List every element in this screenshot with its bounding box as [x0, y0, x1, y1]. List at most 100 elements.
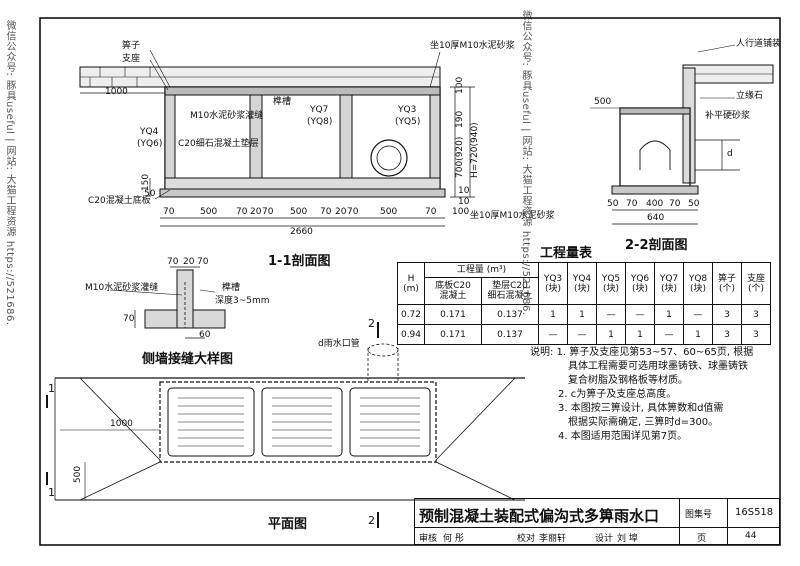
table-cell: 1: [567, 304, 597, 325]
label-yq6: (YQ6): [137, 139, 163, 149]
table-cell: 1: [538, 304, 568, 325]
label-mortar-joint: M10水泥砂浆灌缝: [190, 111, 264, 121]
col-grate: 箅子: [717, 273, 736, 284]
label-dim-50: 50: [144, 189, 156, 199]
quantity-table-title: 工程量表: [540, 246, 593, 261]
design-label: 设计: [595, 534, 614, 544]
col-unit: (块): [631, 283, 649, 294]
drawing-main-title: 预制混凝土装配式偏沟式多箅雨水口: [419, 507, 660, 525]
table-cell: 0.94: [397, 324, 425, 345]
col-yq6: YQ6: [630, 273, 650, 284]
joint-dim-60: 60: [199, 330, 211, 340]
joint-dim: 20: [183, 257, 195, 267]
col-unit: (个): [747, 283, 765, 294]
label-dim-1000: 1000: [105, 87, 128, 97]
label-fine-stone: C20细石混凝土垫层: [178, 139, 259, 149]
label-c20-base: C20混凝土底板: [88, 196, 151, 206]
dim: 50: [607, 199, 619, 209]
seg-dim: 500: [200, 207, 218, 217]
dim: 400: [646, 199, 664, 209]
cut1-top: 1: [48, 382, 55, 395]
table-cell: 3: [712, 324, 742, 345]
seg-dim: 20: [335, 207, 347, 217]
col-base: 底板C20: [435, 281, 471, 291]
note-line: 复合树脂及钢格板等材质。: [568, 375, 688, 386]
table-cell: 0.137: [481, 324, 539, 345]
col-support: 支座: [746, 273, 765, 284]
table-cell: 1: [596, 324, 626, 345]
col-yq5: YQ5: [601, 273, 621, 284]
section-2-2-drawing: [590, 44, 774, 225]
col-base: 混凝土: [439, 291, 467, 301]
section-1-1-title: 1-1剖面图: [268, 254, 331, 269]
joint-detail-drawing: [109, 266, 226, 339]
col-unit: (个): [718, 283, 736, 294]
note-line: 根据实际需确定, 三箅时d=300。: [568, 417, 719, 428]
review-label: 审核: [419, 534, 438, 544]
section-1-1-drawing: [79, 49, 475, 227]
dim: 70: [626, 199, 638, 209]
seg-dim: 500: [380, 207, 398, 217]
label-d: d: [727, 149, 733, 159]
label-yq7: YQ7: [310, 105, 329, 115]
table-cell: —: [625, 304, 655, 325]
table-cell: 3: [741, 324, 771, 345]
table-cell: —: [538, 324, 568, 345]
page-label: 页: [697, 534, 707, 544]
atlas-label: 图集号: [685, 510, 713, 520]
label-dim-10a: 10: [458, 186, 470, 196]
note-line: 说明: 1. 箅子及支座见第53~57、60~65页, 根据: [530, 347, 754, 358]
label-support: 支座: [122, 54, 141, 64]
table-row: 0.94 0.171 0.137 — — 1 1 — 1 3 3: [397, 324, 771, 345]
label-yq3: YQ3: [398, 105, 417, 115]
col-pad: 细石混凝土: [487, 291, 533, 301]
seg-dim: 70: [425, 207, 437, 217]
joint-dim: 70: [167, 257, 179, 267]
note-line: 2. c为箅子及支座总高度。: [558, 389, 677, 400]
label-dim-10b: 10: [458, 197, 470, 207]
title-block: 预制混凝土装配式偏沟式多箅雨水口 图集号 16S518 审核 何 彤 校对 李丽…: [414, 498, 780, 545]
label-joint-depth: 深度3~5mm: [215, 296, 270, 306]
quantity-table: H(m) 工程量 (m³) YQ3(块) YQ4(块) YQ5(块) YQ6(块…: [397, 262, 771, 345]
table-cell: 3: [712, 304, 742, 325]
table-cell: —: [596, 304, 626, 325]
seg-dim: 70: [236, 207, 248, 217]
label-seat-bottom: 坐10厚M10水泥砂浆: [470, 211, 555, 221]
label-yq8: (YQ8): [307, 117, 333, 127]
plan-drawing: [46, 322, 525, 528]
col-pad: 垫层C20: [492, 281, 528, 291]
label-groove: 榫槽: [273, 97, 292, 107]
label-dim-640: 640: [647, 213, 665, 223]
plan-title: 平面图: [268, 517, 308, 532]
table-cell: 1: [683, 324, 713, 345]
section-2-2-title: 2-2剖面图: [625, 238, 688, 253]
table-cell: 1: [654, 304, 684, 325]
reviewer: 何 彤: [443, 534, 464, 544]
table-cell: 0.72: [397, 304, 425, 325]
label-dim-h: H=720(940): [470, 122, 480, 178]
atlas-number: 16S518: [735, 507, 774, 518]
label-curb: 立缘石: [736, 91, 764, 101]
label-seat-top: 坐10厚M10水泥砂浆: [430, 41, 515, 51]
table-cell: 3: [741, 304, 771, 325]
seg-dim: 500: [290, 207, 308, 217]
seg-dim: 70: [320, 207, 332, 217]
table-cell: —: [654, 324, 684, 345]
label-yq5: (YQ5): [395, 117, 421, 127]
label-dim-2660: 2660: [290, 227, 313, 237]
table-cell: —: [567, 324, 597, 345]
dim: 70: [669, 199, 681, 209]
table-cell: —: [683, 304, 713, 325]
col-unit: (块): [660, 283, 678, 294]
header-qty: 工程量 (m³): [424, 262, 539, 278]
col-yq7: YQ7: [659, 273, 679, 284]
check-label: 校对: [517, 534, 536, 544]
table-row: 0.72 0.171 0.137 1 1 — — 1 — 3 3: [397, 304, 771, 325]
col-yq3: YQ3: [543, 273, 563, 284]
plan-dim-1000: 1000: [110, 419, 133, 429]
seg-dim: 70: [163, 207, 175, 217]
cut2-bottom: 2: [368, 514, 375, 527]
notes: 说明: 1. 箅子及支座见第53~57、60~65页, 根据 具体工程需要可选用…: [530, 346, 780, 444]
